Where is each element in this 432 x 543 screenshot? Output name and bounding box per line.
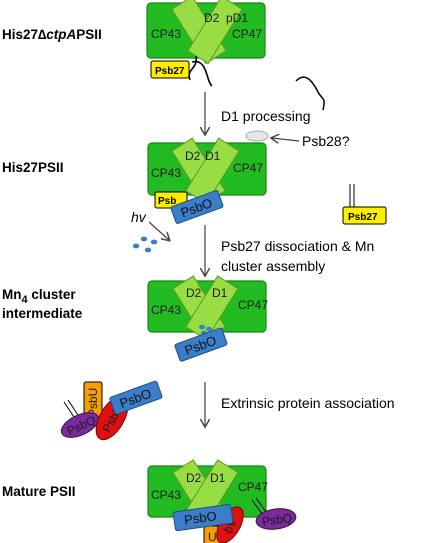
- dissociation-label-1: Psb27 dissociation & Mn: [221, 238, 374, 254]
- cp43-label: CP43: [151, 488, 181, 502]
- d2-label: D2: [185, 149, 201, 163]
- stage4-complex: D2 D1 CP43 CP47 U bV PsbO PsbQ: [147, 459, 297, 543]
- stage3-complex: D2 D1 CP43 CP47 PsbO: [147, 275, 268, 362]
- mn-ion: [144, 247, 152, 253]
- d2-label: D2: [204, 11, 220, 25]
- d1-label: D1: [210, 471, 226, 485]
- psbo-box: [170, 190, 224, 224]
- hv-label: hv: [131, 209, 147, 225]
- psb28-label: Psb28?: [302, 133, 350, 149]
- psbq-shape: [60, 412, 100, 438]
- psbo-box: [172, 503, 234, 532]
- arrow-psb28: [272, 138, 300, 141]
- mn-ion: [199, 324, 205, 330]
- mn-ion: [140, 236, 148, 242]
- psb27-free-box: [342, 206, 387, 225]
- d2-label: D2: [186, 471, 202, 485]
- psbo-box: [109, 380, 163, 415]
- stage3-label-line2: intermediate: [2, 306, 83, 321]
- mn-ion: [150, 239, 158, 245]
- psbo-box: [174, 327, 228, 362]
- d1-processing-label: D1 processing: [221, 108, 311, 124]
- psb28-shape: [245, 130, 269, 142]
- d2-label: D2: [186, 286, 202, 300]
- psb27-free-label: Psb27: [348, 212, 378, 223]
- psbq-shape: [255, 508, 297, 530]
- d1-tail: [191, 60, 213, 87]
- dissociation-label-2: cluster assembly: [221, 258, 325, 274]
- stage3-label-line1: Mn4 cluster: [2, 287, 76, 306]
- stage1-label: His27∆ctpAPSII: [2, 27, 102, 42]
- cp47-label: CP47: [232, 27, 262, 41]
- extrinsic-label: Extrinsic protein association: [221, 395, 395, 411]
- pd1-label: pD1: [226, 11, 248, 25]
- psbq-stalk: [255, 497, 267, 513]
- stage4-label: Mature PSII: [2, 484, 76, 499]
- psbq-stalk: [251, 499, 263, 515]
- cp43-label: CP43: [151, 303, 181, 317]
- cp47-label: CP47: [233, 161, 263, 175]
- cp47-label: CP47: [238, 480, 268, 494]
- mn-ion: [206, 326, 212, 332]
- stage1-complex: D2 pD1 CP43 CP47 Psb27: [146, 0, 266, 87]
- arrow-light: [148, 221, 169, 240]
- stage2-label: His27PSII: [2, 160, 64, 175]
- cleaved-peptide: [295, 76, 325, 111]
- d-subunit: [185, 137, 240, 205]
- mn-ions: [132, 236, 158, 253]
- psb27-label: Psb27: [155, 66, 185, 77]
- psbu-label: PsbU: [86, 388, 100, 417]
- psbo-label: PsbO: [183, 508, 217, 527]
- d-subunit: [187, 0, 243, 65]
- d-subunit: [185, 275, 239, 341]
- cp43-label: CP43: [151, 166, 181, 180]
- cp47-label: CP47: [238, 298, 268, 312]
- psb27-box: [150, 60, 190, 79]
- stage2-complex: D2 D1 CP43 CP47 Psb PsbO: [147, 137, 267, 224]
- d1-tail: [188, 55, 197, 81]
- free-extrinsic-proteins: PsbU PsbQ PsbV PsbO: [60, 380, 163, 441]
- mn-ion: [132, 243, 140, 249]
- cp43-label: CP43: [151, 27, 181, 41]
- psbu-partial-label: U: [208, 530, 217, 543]
- psb27-partial-label: Psb: [158, 196, 176, 207]
- d1-label: D1: [205, 149, 221, 163]
- psbq-label: PsbQ: [261, 511, 293, 529]
- d1-label: D1: [212, 286, 228, 300]
